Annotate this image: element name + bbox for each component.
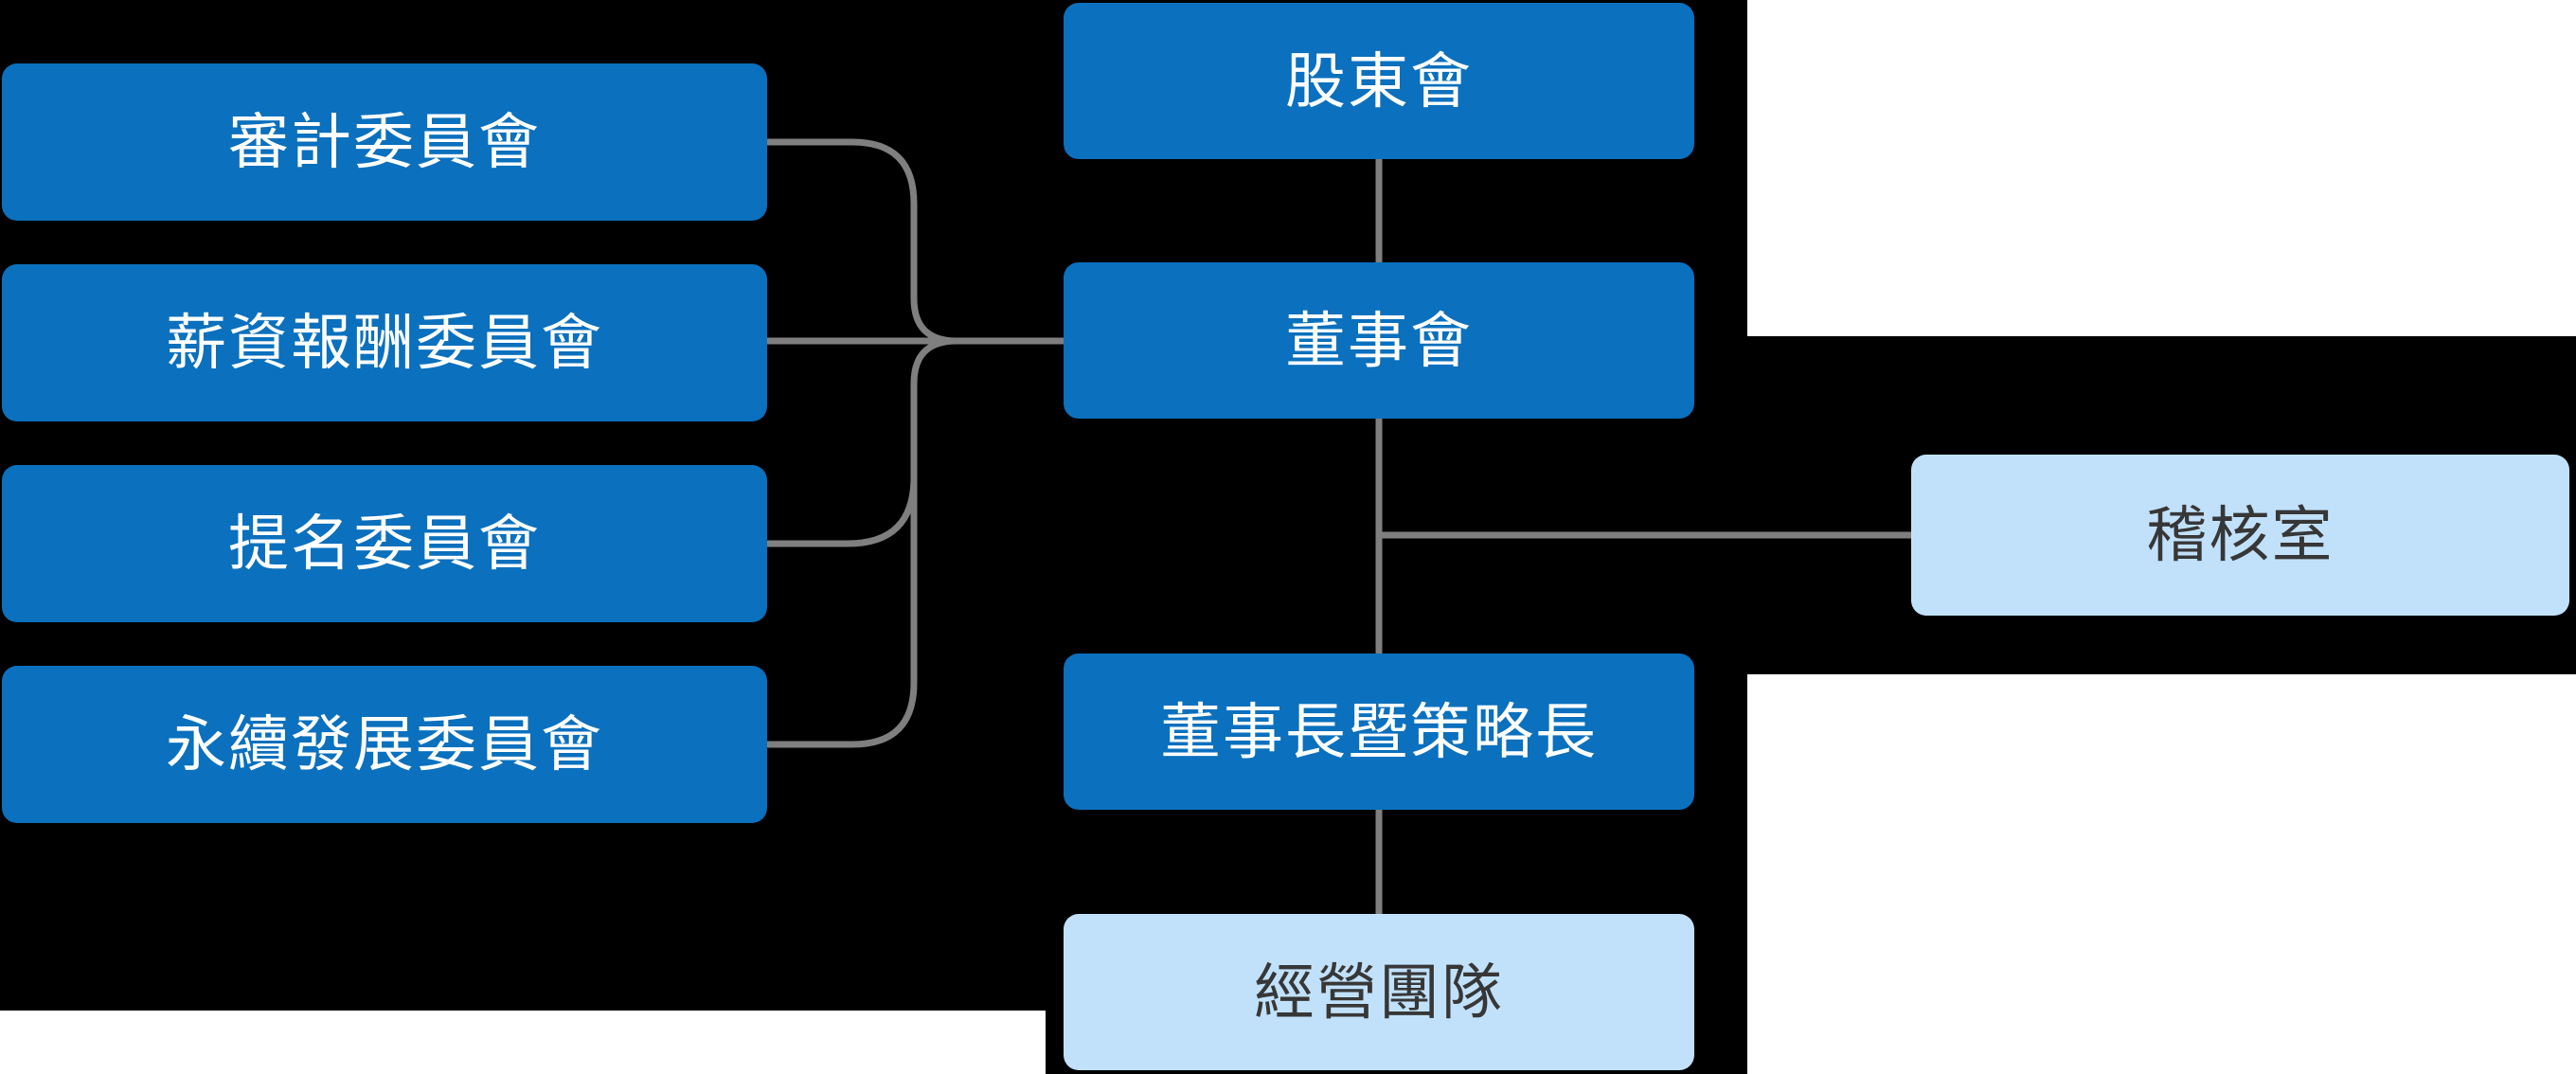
node-compensation-committee: 薪資報酬委員會 (2, 264, 767, 421)
node-label: 董事長暨策略長 (1160, 697, 1598, 766)
node-chairman-cso: 董事長暨策略長 (1064, 653, 1694, 810)
node-label: 薪資報酬委員會 (166, 309, 603, 377)
node-label: 股東會 (1285, 46, 1473, 116)
node-nomination-committee: 提名委員會 (2, 465, 767, 622)
white-backdrop-bottom-left (0, 1011, 1046, 1074)
node-audit-committee: 審計委員會 (2, 63, 767, 221)
node-sustainability-committee: 永續發展委員會 (2, 666, 767, 823)
white-backdrop-top-right (1747, 0, 2576, 336)
white-backdrop-bottom-right (1747, 674, 2576, 1074)
node-board-of-directors: 董事會 (1064, 262, 1694, 419)
node-label: 經營團隊 (1254, 958, 1504, 1027)
node-audit-office: 稽核室 (1911, 455, 2569, 616)
node-label: 永續發展委員會 (166, 710, 603, 779)
connector-sustainability-committee (767, 337, 957, 748)
node-label: 提名委員會 (228, 510, 541, 578)
node-label: 稽核室 (2146, 501, 2334, 569)
connector-audit-committee (767, 138, 957, 345)
node-management-team: 經營團隊 (1064, 914, 1694, 1070)
node-label: 董事會 (1285, 306, 1473, 375)
node-shareholders-meeting: 股東會 (1064, 3, 1694, 159)
node-label: 審計委員會 (228, 108, 541, 176)
connector-nomination-committee (767, 476, 918, 547)
